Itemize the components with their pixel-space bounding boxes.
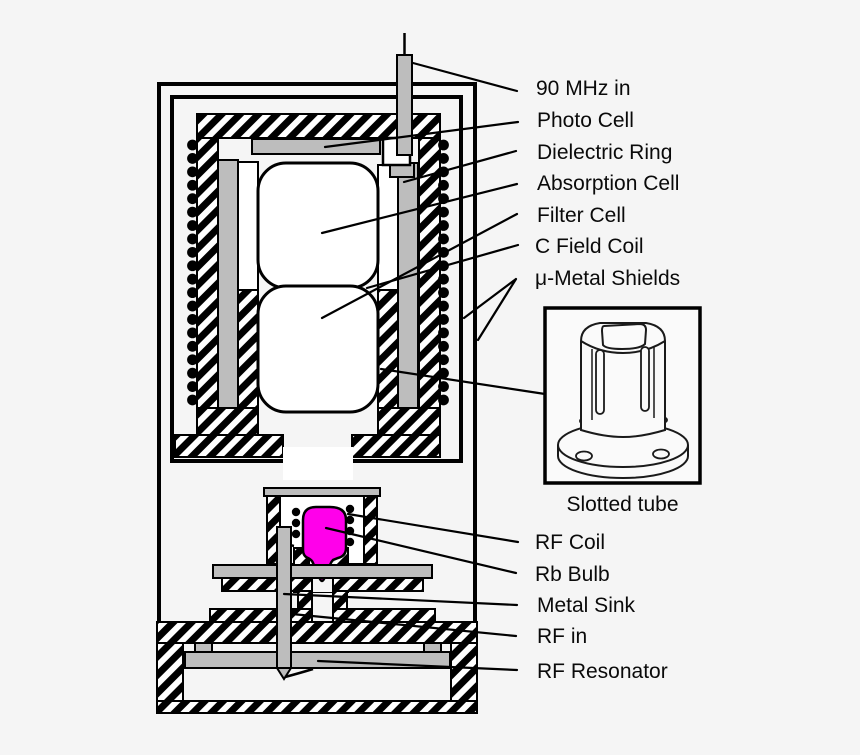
label-rf-in: RF in <box>537 625 588 648</box>
label-rb-bulb: Rb Bulb <box>535 563 610 586</box>
label-metal-sink: Metal Sink <box>537 594 636 617</box>
c-field-coil-dots-left <box>187 139 198 406</box>
light-aperture <box>283 447 353 480</box>
metal-sink-shape <box>209 564 436 623</box>
absorption-cell-shape <box>256 161 380 290</box>
label-c-field-coil: C Field Coil <box>535 235 644 258</box>
label-rf-coil: RF Coil <box>535 531 606 554</box>
label-rf-resonator: RF Resonator <box>537 660 668 683</box>
slotted-tube-inset <box>543 306 702 485</box>
photo-cell-shape <box>251 138 381 155</box>
lamp-lid <box>263 487 381 497</box>
dielectric-ring-bars <box>217 159 419 409</box>
rf-coil-dots-right <box>345 504 355 547</box>
rf-coil-dots-left <box>291 507 301 539</box>
rb-bulb-shape <box>301 505 348 583</box>
label-slotted-tube: Slotted tube <box>566 493 679 516</box>
label-filter-cell: Filter Cell <box>537 204 626 227</box>
label-mu-metal-shields: μ-Metal Shields <box>535 267 681 290</box>
leader-lines <box>282 61 547 672</box>
filter-cell-shape <box>256 284 380 414</box>
rf-resonator-shape <box>156 621 478 714</box>
label-dielectric-ring: Dielectric Ring <box>537 141 673 164</box>
label-photo-cell: Photo Cell <box>537 109 634 132</box>
rf-feed-rod <box>275 526 314 681</box>
c-field-coil-dots-right <box>438 139 449 406</box>
mhz-feed-tube <box>396 33 413 156</box>
label-absorption-cell: Absorption Cell <box>537 172 680 195</box>
label-90mhz-in: 90 MHz in <box>536 77 631 100</box>
